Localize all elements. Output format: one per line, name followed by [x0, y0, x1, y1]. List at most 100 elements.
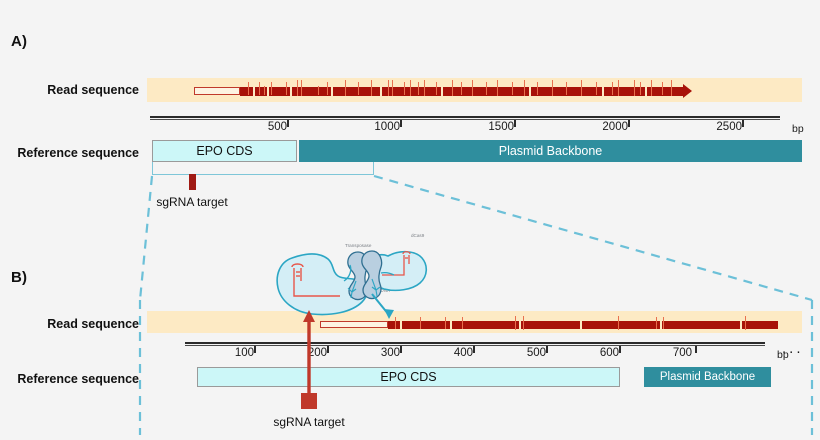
axis-tick-label: 100	[234, 347, 254, 359]
axis-tick-label: 200	[307, 347, 327, 359]
read-mismatch-tick	[318, 86, 320, 95]
read-mismatch-tick	[662, 82, 664, 95]
panel-b-sgrna-target-marker[interactable]	[301, 393, 317, 409]
panel-b-letter: B)	[11, 269, 28, 286]
read-mismatch-tick	[452, 80, 454, 96]
read-mismatch-tick	[358, 82, 360, 95]
panel-b-ruler-shadow	[185, 345, 765, 347]
read-mismatch-tick	[371, 80, 373, 96]
panel-a-read-sequence-label: Read sequence	[47, 83, 139, 97]
read-gap	[602, 86, 604, 96]
read-gap	[519, 320, 521, 329]
read-mismatch-tick	[259, 82, 261, 95]
dcas9-left-label: dCas9	[313, 276, 327, 281]
read-gap	[331, 86, 333, 96]
read-mismatch-tick	[472, 80, 474, 96]
axis-tick-label: 600	[599, 347, 619, 359]
read-mismatch-tick	[286, 82, 288, 95]
read-mismatch-tick	[745, 316, 747, 330]
read-mismatch-tick	[395, 317, 397, 329]
read-gap	[740, 320, 742, 329]
read-mismatch-tick	[297, 80, 299, 96]
read-mismatch-tick	[404, 82, 406, 95]
read-mismatch-tick	[566, 82, 568, 95]
axis-tick-label: 500	[526, 347, 546, 359]
read-gap	[400, 320, 402, 329]
read-mismatch-tick	[515, 316, 517, 330]
axis-tick-label: 400	[453, 347, 473, 359]
read-mismatch-tick	[418, 82, 420, 95]
read-mismatch-tick	[301, 80, 303, 96]
dcas9-right-body	[368, 250, 428, 292]
feature-label: EPO CDS	[380, 370, 437, 384]
read-mismatch-tick	[424, 80, 426, 96]
axis-tick	[473, 346, 475, 353]
panel-b-read-sequence-label: Read sequence	[47, 317, 139, 331]
read-gap	[450, 320, 452, 329]
panel-b-sgrna-target-label: sgRNA target	[273, 415, 345, 429]
read-mismatch-tick	[512, 82, 514, 95]
read-mismatch-tick	[462, 317, 464, 329]
read-mismatch-tick	[552, 80, 554, 96]
guide-rna-right	[382, 251, 411, 276]
axis-tick	[546, 346, 548, 353]
panel-a-reference-sequence-label: Reference sequence	[17, 146, 139, 160]
read-mismatch-tick	[596, 82, 598, 95]
transposase-label: Transposase	[345, 243, 372, 248]
axis-tick	[619, 346, 621, 353]
read-mismatch-tick	[420, 317, 422, 329]
read-mismatch-tick	[497, 80, 499, 96]
panel-a-bp-unit: bp	[792, 123, 804, 135]
axis-tick	[514, 120, 516, 127]
read-gap	[529, 86, 531, 96]
dcas9-transposase-complex	[276, 250, 428, 319]
read-mismatch-tick	[327, 82, 329, 95]
axis-tick-label: 2500	[716, 121, 742, 133]
read-mismatch-tick	[345, 80, 347, 96]
zoom-connector-lines	[138, 174, 814, 435]
axis-tick	[742, 120, 744, 127]
panel-a-sgrna-target-marker[interactable]	[189, 174, 196, 190]
read-gap	[380, 86, 382, 96]
axis-tick	[287, 120, 289, 127]
panel-a-letter: A)	[11, 33, 28, 50]
panel-a-ruler-shadow	[150, 119, 780, 121]
read-mismatch-tick	[436, 82, 438, 95]
read-mismatch-tick	[656, 317, 658, 329]
axis-tick-label: 700	[672, 347, 692, 359]
panel-a-feature-epo-cds[interactable]: EPO CDS	[152, 140, 297, 162]
read-mismatch-tick	[651, 80, 653, 96]
axis-tick-label: 500	[267, 121, 287, 133]
read-mismatch-tick	[671, 80, 673, 96]
read-mismatch-tick	[634, 80, 636, 96]
axis-tick	[400, 120, 402, 127]
complex-link-right	[380, 271, 395, 276]
panel-a-read-softclip	[194, 87, 240, 95]
read-mismatch-tick	[581, 80, 583, 96]
axis-tick-label: 2000	[602, 121, 628, 133]
read-mismatch-tick	[612, 82, 614, 95]
panel-b-bp-unit: bp	[777, 349, 789, 361]
panel-b-read-softclip	[320, 321, 388, 328]
panel-b-feature-epo-cds[interactable]: EPO CDS	[197, 367, 620, 387]
read-mismatch-tick	[271, 82, 273, 95]
read-mismatch-tick	[537, 82, 539, 95]
complex-link-left	[343, 264, 352, 282]
zoom-connector-right	[373, 174, 813, 302]
read-mismatch-tick	[663, 317, 665, 329]
axis-tick	[628, 120, 630, 127]
feature-label: EPO CDS	[196, 144, 253, 158]
read-mismatch-tick	[523, 316, 525, 330]
panel-a-feature-plasmid-backbone[interactable]: Plasmid Backbone	[299, 140, 802, 162]
zoom-bracket-panel-a	[152, 162, 374, 175]
axis-tick-label: 1500	[488, 121, 514, 133]
axis-tick	[254, 346, 256, 353]
panel-b-feature-plasmid-backbone[interactable]: Plasmid Backbone	[644, 367, 771, 387]
read-mismatch-tick	[486, 82, 488, 95]
dcas9-right-label: dCas9	[411, 233, 425, 238]
read-mismatch-tick	[388, 80, 390, 96]
read-mismatch-tick	[524, 80, 526, 96]
panel-a-ruler	[150, 116, 780, 118]
read-mismatch-tick	[640, 82, 642, 95]
axis-tick	[327, 346, 329, 353]
